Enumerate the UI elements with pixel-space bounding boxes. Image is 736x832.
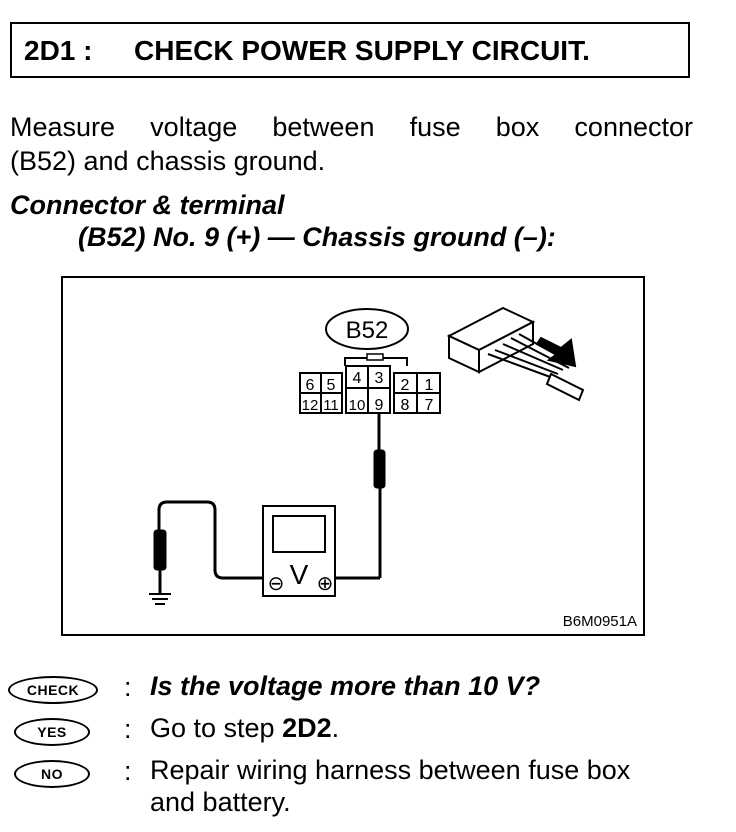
pin-5: 5 xyxy=(327,377,336,394)
pin-6: 6 xyxy=(306,377,315,394)
intro-paragraph: Measure voltage between fuse box connect… xyxy=(10,110,693,178)
voltage-symbol: V xyxy=(290,559,309,590)
no-action-line-1: Repair wiring harness between fuse box xyxy=(150,755,631,785)
step-number: 2D1 : xyxy=(24,35,93,66)
pin-12: 12 xyxy=(302,397,319,414)
connector-face xyxy=(299,365,441,414)
no-colon: : xyxy=(124,756,132,786)
pin-2: 2 xyxy=(401,377,410,394)
negative-probe xyxy=(153,500,265,594)
connector-label-ellipse xyxy=(325,308,409,350)
step-title-box: 2D1 : CHECK POWER SUPPLY CIRCUIT. xyxy=(10,22,690,78)
pin-10: 10 xyxy=(349,397,366,414)
no-action-line-2: and battery. xyxy=(150,787,291,817)
voltmeter xyxy=(262,505,336,597)
pin-3: 3 xyxy=(375,370,384,387)
pin-7: 7 xyxy=(425,397,434,414)
wiring-diagram: B52 6 5 4 3 2 1 12 11 10 9 8 7 xyxy=(61,276,645,636)
pin-11: 11 xyxy=(323,397,339,414)
yes-badge: YES xyxy=(14,718,90,746)
yes-colon: : xyxy=(124,714,132,744)
check-badge: CHECK xyxy=(8,676,98,704)
plus-terminal-icon: ⊕ xyxy=(317,573,334,595)
pin-1: 1 xyxy=(425,377,434,394)
yes-action: Go to step 2D2. xyxy=(150,712,339,744)
intro-line-2: (B52) and chassis ground. xyxy=(10,146,326,176)
pin-4: 4 xyxy=(353,370,362,387)
yes-action-step: 2D2 xyxy=(282,713,332,743)
pin-8: 8 xyxy=(401,397,410,414)
chassis-ground-symbol xyxy=(149,593,171,605)
connector-3d-illustration xyxy=(446,306,585,402)
pin-9: 9 xyxy=(375,397,384,414)
minus-terminal-icon: ⊖ xyxy=(268,573,285,595)
positive-probe xyxy=(331,413,386,580)
check-colon: : xyxy=(124,672,132,702)
check-question: Is the voltage more than 10 V? xyxy=(150,671,541,701)
connector-heading: Connector & terminal xyxy=(10,190,285,220)
intro-line-1: Measure voltage between fuse box connect… xyxy=(10,112,693,142)
connector-label: B52 xyxy=(346,317,389,344)
connector-latch xyxy=(366,353,384,361)
connector-spec: (B52) No. 9 (+) — Chassis ground (–): xyxy=(78,222,556,252)
yes-action-prefix: Go to step xyxy=(150,713,283,743)
figure-code: B6M0951A xyxy=(563,613,637,630)
meter-display xyxy=(272,515,326,553)
no-badge: NO xyxy=(14,760,90,788)
diagram-svg: B52 6 5 4 3 2 1 12 11 10 9 8 7 xyxy=(149,306,637,630)
step-title: CHECK POWER SUPPLY CIRCUIT. xyxy=(134,35,590,66)
yes-action-suffix: . xyxy=(331,713,340,743)
